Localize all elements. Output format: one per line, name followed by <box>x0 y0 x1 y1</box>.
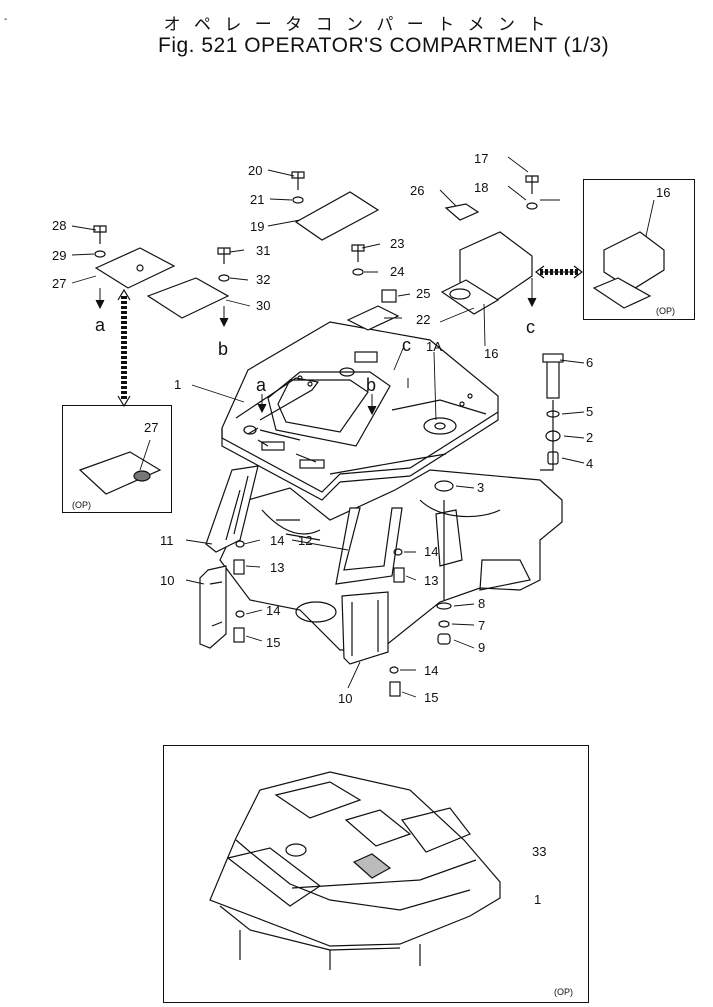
callout-9: 9 <box>478 640 486 655</box>
title-japanese: オ ペ レ ー タ コ ン パ ー ト メ ン ト <box>163 15 550 35</box>
callout-5: 5 <box>586 404 594 419</box>
callout-14-c: 14 <box>424 544 439 559</box>
callout-14-d: 14 <box>424 663 439 678</box>
callout-10: 10 <box>160 573 175 588</box>
ref-a-top: a <box>95 315 106 335</box>
callout-32: 32 <box>256 272 271 287</box>
callout-12: 12 <box>298 533 313 548</box>
callout-26: 26 <box>410 183 425 198</box>
callout-6: 6 <box>586 355 594 370</box>
callout-14-a: 14 <box>270 533 285 548</box>
callout-25: 25 <box>416 286 431 301</box>
callout-24: 24 <box>390 264 405 279</box>
ref-c-plate: c <box>402 335 411 355</box>
callout-22: 22 <box>416 312 431 327</box>
fasteners <box>93 171 539 697</box>
callout-18: 18 <box>474 180 489 195</box>
callout-30: 30 <box>256 298 271 313</box>
callout-20: 20 <box>248 163 263 178</box>
callout-16: 16 <box>484 346 499 361</box>
callout-15-a: 15 <box>266 635 281 650</box>
support-10-left <box>199 565 227 649</box>
callout-3: 3 <box>477 480 485 495</box>
callout-14-b: 14 <box>266 603 281 618</box>
callout-2: 2 <box>586 430 594 445</box>
inset-box-16 <box>583 179 695 320</box>
callout-31: 31 <box>256 243 271 258</box>
op-label-16: (OP) <box>656 306 675 316</box>
callout-27: 27 <box>52 276 67 291</box>
callout-23: 23 <box>390 236 405 251</box>
callout-28: 28 <box>52 218 67 233</box>
callout-33: 33 <box>532 844 547 859</box>
leader-lines <box>71 156 585 698</box>
ref-a-plate: a <box>256 375 267 395</box>
bracket-12 <box>335 507 403 585</box>
ref-c-top: c <box>526 317 535 337</box>
ref-b-top: b <box>218 339 229 359</box>
callout-10-center: 10 <box>338 691 353 706</box>
callout-11: 11 <box>160 533 174 548</box>
callout-1-inset: 1 <box>534 892 542 907</box>
op-label-bottom: (OP) <box>554 987 573 997</box>
callout-29: 29 <box>52 248 67 263</box>
corner-mark: - <box>4 14 8 25</box>
op-label-27: (OP) <box>72 500 91 510</box>
inset-floor-mat <box>209 771 501 970</box>
cab-base-frame <box>219 469 563 651</box>
inset-box-27 <box>62 405 172 513</box>
callout-4: 4 <box>586 456 594 471</box>
callout-13-a: 13 <box>270 560 285 575</box>
figure-title: Fig. 521 OPERATOR'S COMPARTMENT (1/3) <box>158 34 610 57</box>
rear-post <box>435 509 463 567</box>
callout-21: 21 <box>250 192 265 207</box>
callout-27-inset: 27 <box>144 420 159 435</box>
callout-13-b: 13 <box>424 573 439 588</box>
cover-plates <box>94 191 400 331</box>
ref-b-plate: b <box>366 375 377 395</box>
bracket-11 <box>205 465 259 553</box>
chain-arrow <box>117 265 583 408</box>
hardware-stack <box>434 353 564 645</box>
callout-1a: 1A <box>426 339 442 354</box>
callout-8: 8 <box>478 596 486 611</box>
callout-19: 19 <box>250 219 265 234</box>
floor-plate <box>221 321 499 501</box>
callout-1: 1 <box>174 377 182 392</box>
callout-17: 17 <box>474 151 489 166</box>
callout-16-inset: 16 <box>656 185 671 200</box>
inset-box-bottom <box>163 745 589 1003</box>
reference-arrows <box>95 278 537 416</box>
support-10-center <box>341 591 389 665</box>
callout-15-b: 15 <box>424 690 439 705</box>
callout-7: 7 <box>478 618 486 633</box>
